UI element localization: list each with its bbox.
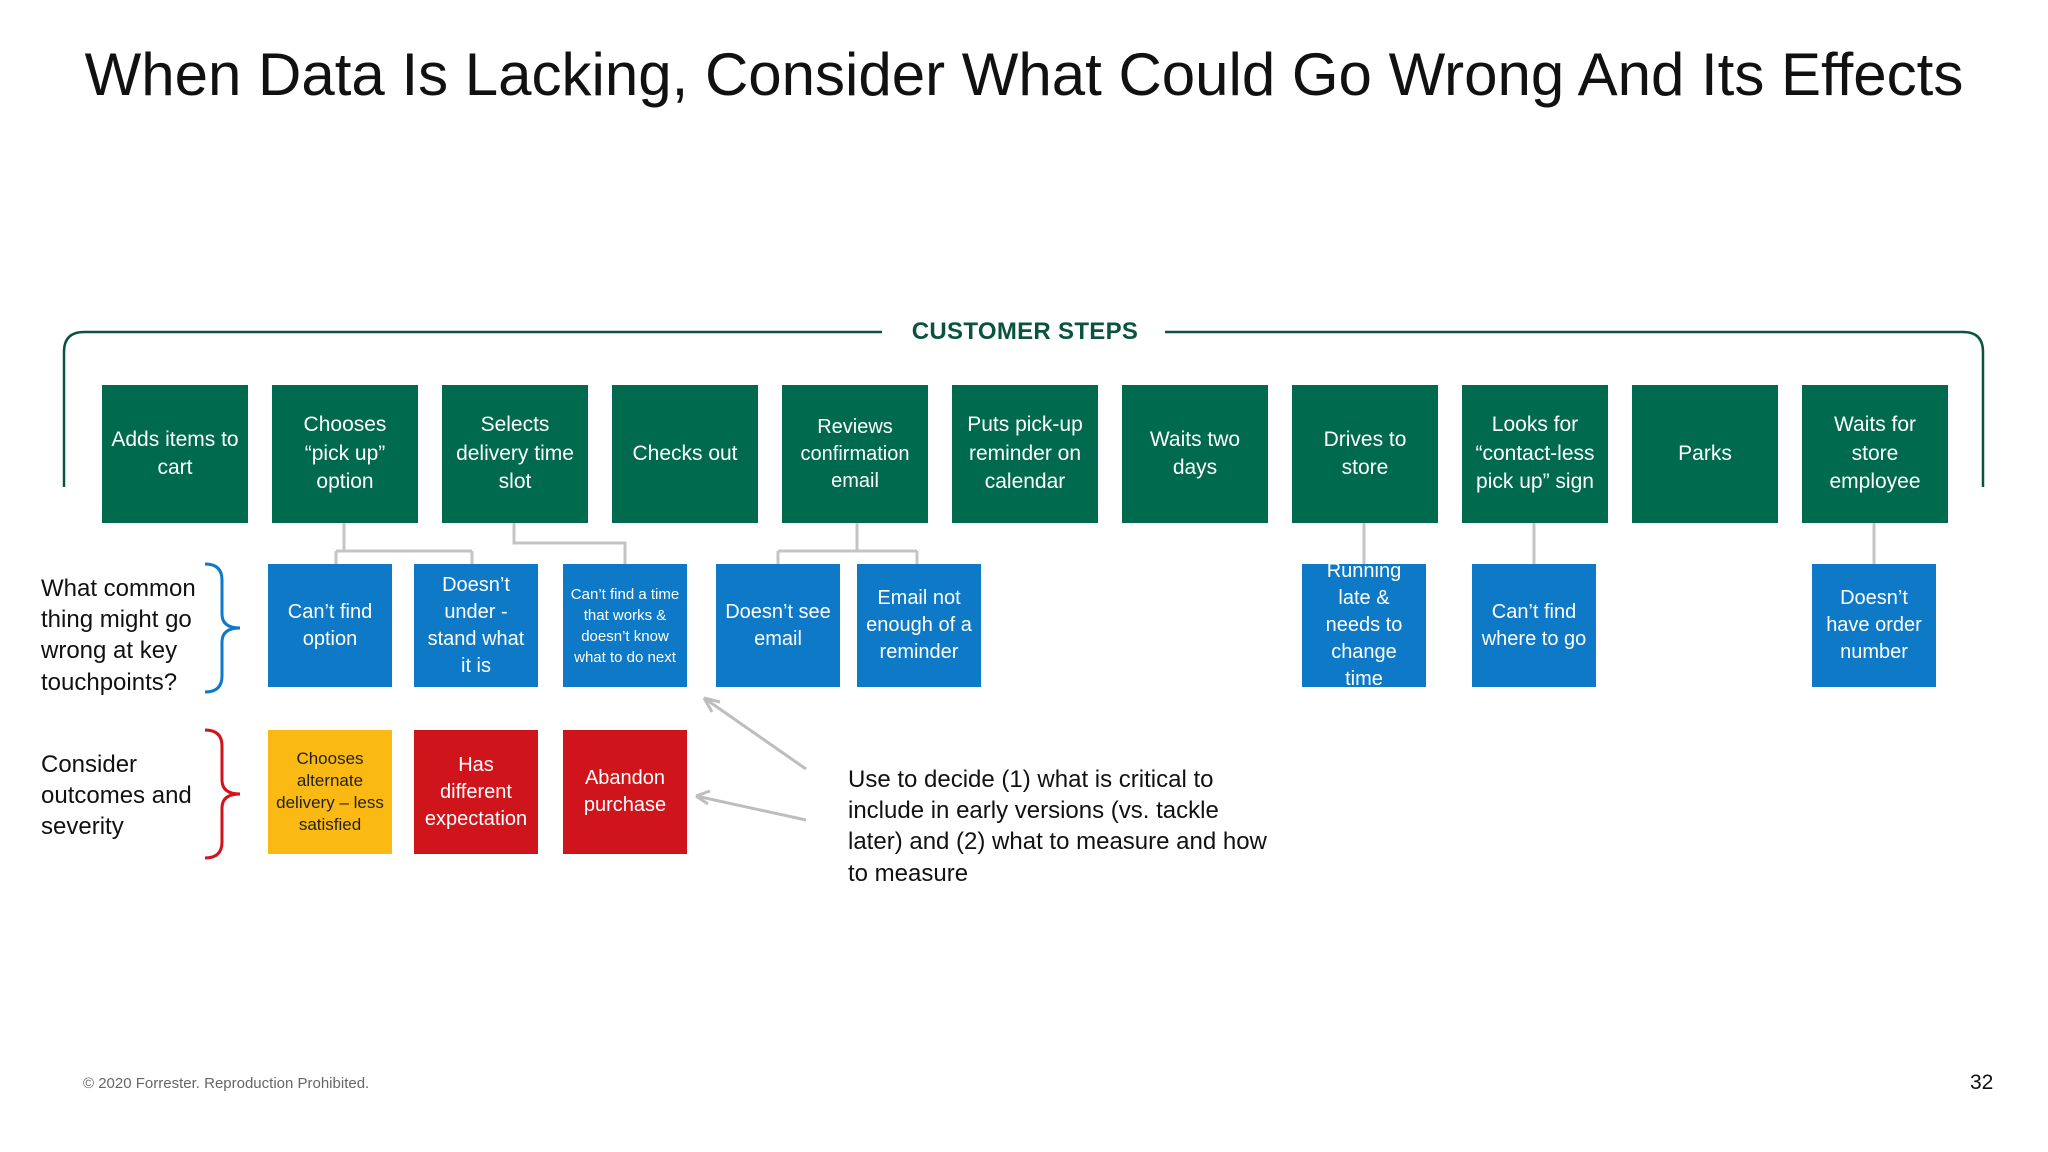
outcome-different-expectation: Has different expectation [414, 730, 538, 854]
step-drives-to-store: Drives to store [1292, 385, 1438, 523]
issue-cant-find-where: Can’t find where to go [1472, 564, 1596, 687]
page-number: 32 [1970, 1071, 1994, 1094]
steps-bracket-left [62, 330, 882, 487]
issues-bracket [204, 562, 241, 694]
connector-selects [512, 523, 627, 564]
outcome-abandon-purchase: Abandon purchase [563, 730, 687, 854]
connector-reviews [776, 523, 919, 564]
decision-note: Use to decide (1) what is critical to in… [848, 766, 1267, 887]
issue-cant-find-option: Can’t find option [268, 564, 392, 687]
issue-doesnt-understand: Doesn’t under - stand what it is [414, 564, 538, 687]
step-chooses-pickup: Chooses “pick up” option [272, 385, 418, 523]
step-puts-reminder: Puts pick-up reminder on calendar [952, 385, 1098, 523]
step-issue-connectors [334, 523, 1876, 564]
issue-running-late: Running late & needs to change time [1302, 560, 1426, 690]
step-waits-for-employee: Waits for store employee [1802, 385, 1948, 523]
issue-doesnt-see-email: Doesn’t see email [716, 564, 840, 687]
connector-chooses [334, 523, 474, 564]
step-parks: Parks [1632, 385, 1778, 523]
customer-steps-header: CUSTOMER STEPS [911, 318, 1139, 345]
issues-side-label: What common thing might go wrong at key … [41, 575, 196, 696]
step-selects-slot: Selects delivery time slot [442, 385, 588, 523]
step-checks-out: Checks out [612, 385, 758, 523]
step-adds-items: Adds items to cart [102, 385, 248, 523]
steps-bracket-right [1165, 330, 1985, 487]
step-reviews-email: Reviews confirmation email [782, 385, 928, 523]
copyright-footer: © 2020 Forrester. Reproduction Prohibite… [83, 1075, 370, 1092]
outcome-alternate-delivery: Chooses alternate delivery – less satisf… [268, 730, 392, 854]
issue-email-not-enough: Email not enough of a reminder [857, 564, 981, 687]
outcomes-side-label: Consider outcomes and severity [41, 751, 192, 841]
note-arrow-upper [703, 696, 807, 771]
issue-cant-find-time: Can’t find a time that works & doesn’t k… [563, 564, 687, 687]
step-looks-for-sign: Looks for “contact-less pick up” sign [1462, 385, 1608, 523]
note-arrows [695, 696, 807, 822]
note-arrow-lower [695, 794, 807, 822]
issue-no-order-number: Doesn’t have order number [1812, 564, 1936, 687]
outcomes-bracket [204, 728, 241, 860]
slide-title: When Data Is Lacking, Consider What Coul… [84, 41, 1964, 108]
step-waits-two-days: Waits two days [1122, 385, 1268, 523]
